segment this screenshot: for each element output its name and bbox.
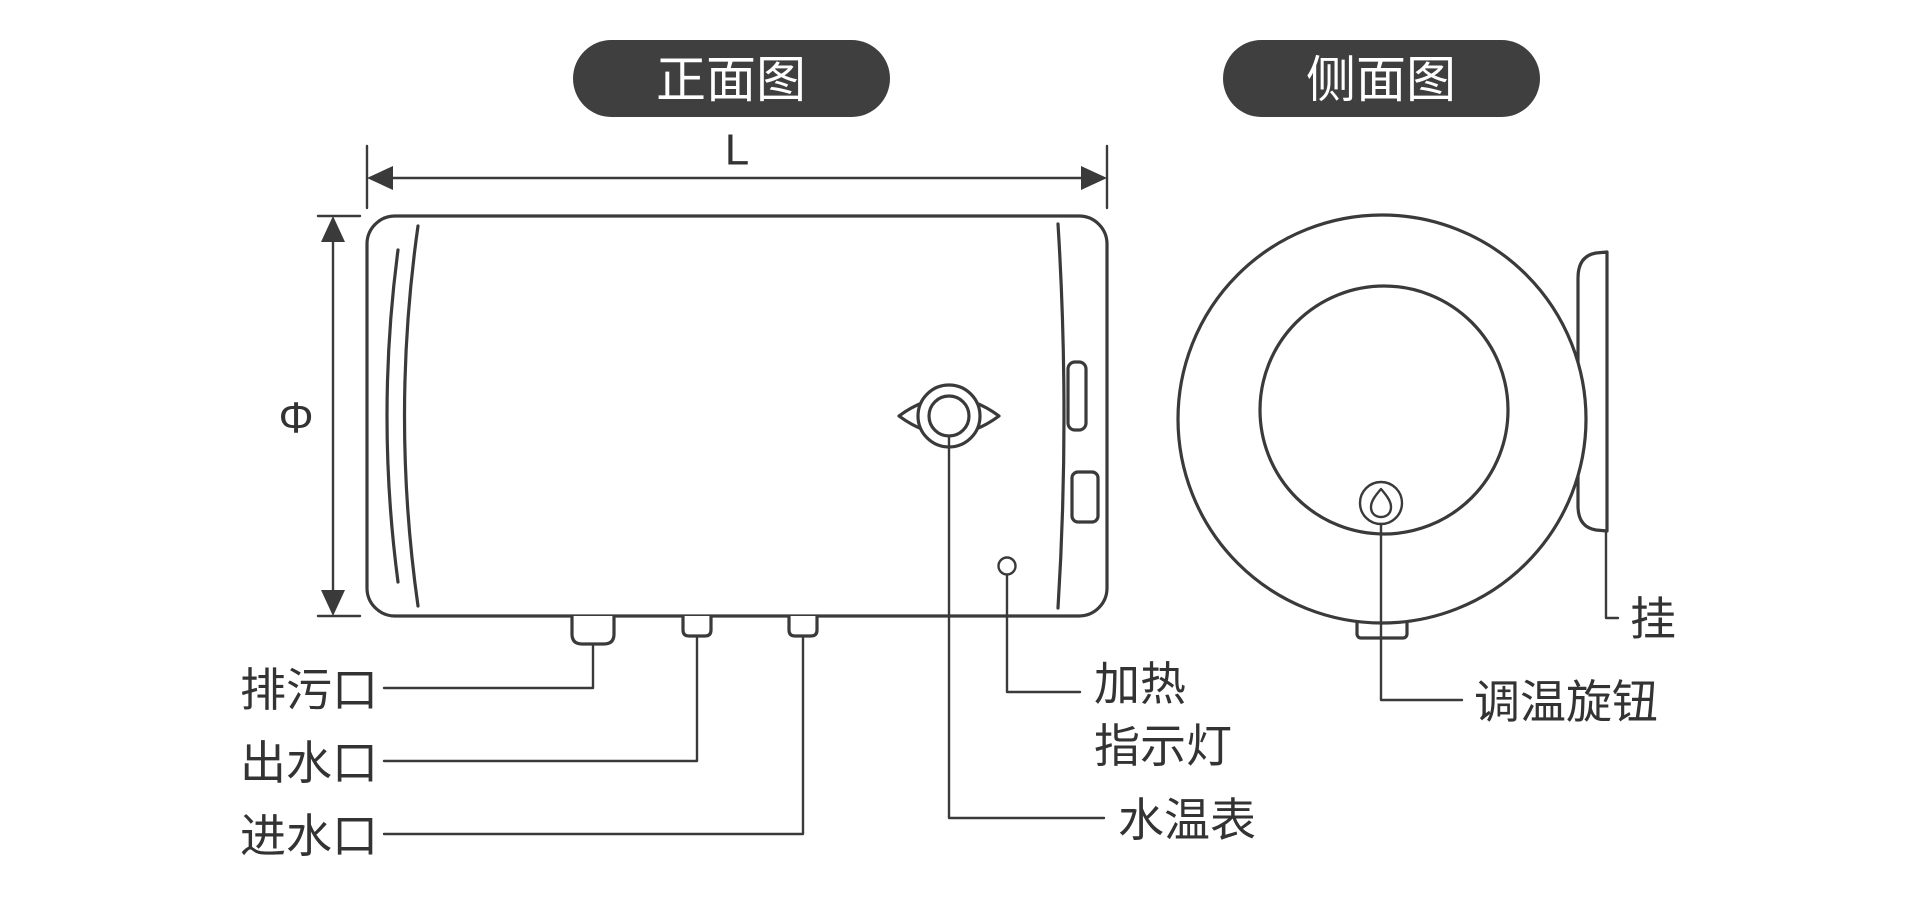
knob-label: 调温旋钮 — [1474, 676, 1658, 728]
front-view: L Φ — [240, 126, 1256, 863]
wall-bracket — [1576, 250, 1609, 533]
tank-right-seam — [1056, 222, 1066, 610]
inlet-label: 进水口 — [240, 810, 378, 862]
tank-end-inner-circle — [1258, 284, 1510, 536]
side-view-badge-pill — [1223, 40, 1540, 117]
side-view: 调温旋钮 挂 — [1176, 213, 1676, 728]
dim-length-arrow-right — [1081, 166, 1107, 190]
heating-label-line2: 指示灯 — [1094, 720, 1232, 772]
tank-right-fitting-upper — [1066, 360, 1088, 432]
dim-length-label: L — [725, 126, 749, 175]
tank-body — [365, 214, 1109, 618]
front-view-badge-pill — [573, 40, 890, 117]
front-view-badge: 正面图 — [573, 40, 890, 117]
dimension-diameter: Φ — [278, 214, 362, 618]
water-temp-label: 水温表 — [1118, 794, 1256, 846]
dim-diameter-arrow-top — [321, 216, 345, 242]
side-view-badge-label: 侧面图 — [1306, 52, 1456, 108]
heating-label-line1: 加热 — [1094, 658, 1186, 710]
water-temp-gauge — [897, 383, 1001, 449]
gauge-inner-dial — [927, 394, 971, 438]
water-temp-leader-line — [947, 436, 1106, 820]
hook-leader-line — [1604, 530, 1620, 620]
drain-port — [570, 614, 616, 646]
knob-pointer — [1369, 487, 1393, 519]
tank-right-fitting-lower — [1070, 470, 1100, 524]
tank-left-dome-arc-outer — [385, 248, 400, 584]
knob-leader-line — [1379, 522, 1464, 702]
heating-indicator-light — [997, 556, 1017, 576]
heating-leader-line — [1005, 574, 1082, 694]
outlet-leader-line — [382, 636, 699, 763]
drain-label: 排污口 — [240, 664, 378, 716]
inlet-port — [787, 614, 819, 638]
outlet-port — [681, 614, 713, 638]
dim-length-arrow-left — [367, 166, 393, 190]
hook-label: 挂 — [1630, 593, 1676, 645]
inlet-leader-line — [382, 636, 805, 836]
front-view-badge-label: 正面图 — [656, 52, 806, 108]
dimension-length: L — [365, 126, 1109, 210]
side-view-badge: 侧面图 — [1223, 40, 1540, 117]
drain-leader-line — [382, 644, 595, 690]
outlet-label: 出水口 — [240, 737, 378, 789]
dim-diameter-arrow-bottom — [321, 590, 345, 616]
dim-diameter-label: Φ — [278, 394, 313, 443]
tank-left-dome-arc-inner — [402, 224, 420, 608]
